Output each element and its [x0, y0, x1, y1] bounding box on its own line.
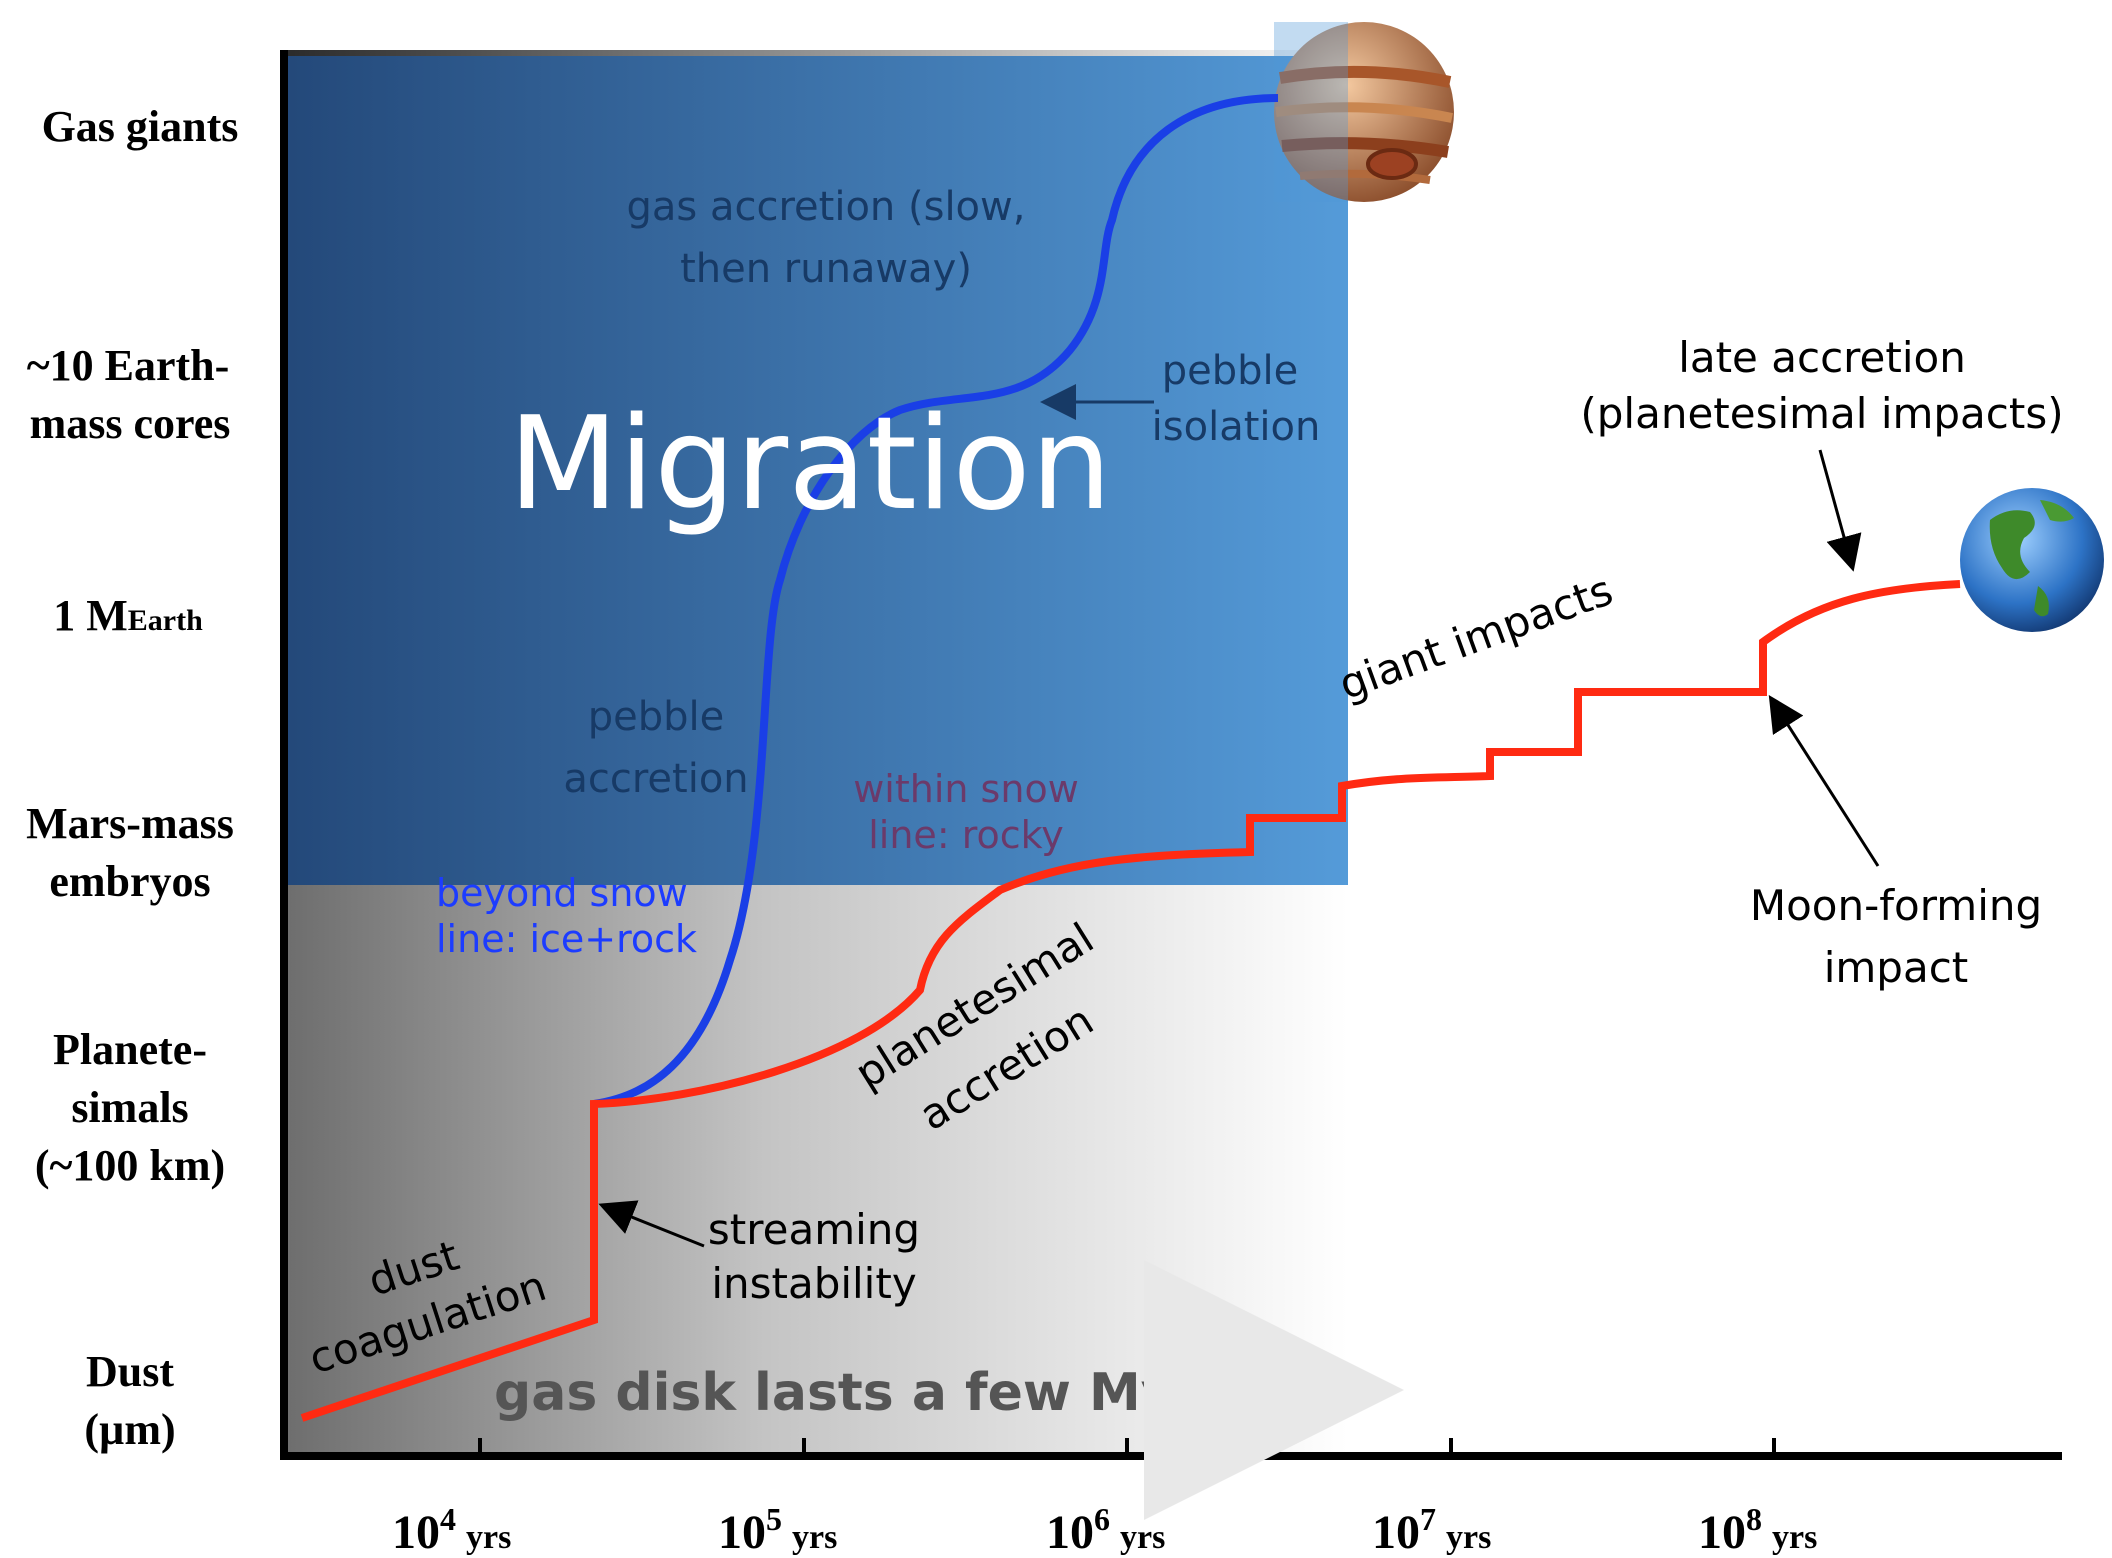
beyond-snow-line1: beyond snow: [436, 871, 688, 915]
gas-accretion-line2: then runaway): [680, 246, 972, 292]
y-label-dust-1: Dust: [86, 1347, 174, 1396]
y-label-planetesimals-1: Planete-: [53, 1025, 207, 1074]
gas-accretion-line1: gas accretion (slow,: [627, 184, 1026, 230]
within-snow-line2: line: rocky: [868, 813, 1064, 857]
earth-icon: [1960, 488, 2104, 632]
y-axis-labels: Gas giants ~10 Earth- mass cores 1 MEart…: [26, 102, 238, 1454]
jupiter-icon: [1274, 22, 1454, 202]
pebble-isolation-line1: pebble: [1162, 348, 1299, 394]
beyond-snow-line2: line: ice+rock: [436, 917, 697, 961]
top-edge: [282, 50, 1358, 56]
giant-impacts-label: giant impacts: [1333, 565, 1619, 709]
migration-region: [288, 55, 1348, 885]
y-label-cores-2: mass cores: [30, 399, 231, 448]
pebble-accretion-line1: pebble: [588, 694, 725, 740]
y-label-gas-giants: Gas giants: [42, 102, 239, 151]
box-annotations: gas accretion (slow, then runaway) pebbl…: [563, 184, 1320, 802]
streaming-line1: streaming: [708, 1205, 920, 1254]
streaming-line2: instability: [711, 1259, 916, 1308]
y-label-cores-1: ~10 Earth-: [27, 341, 230, 390]
y-label-earth-mass: 1 MEarth: [53, 591, 203, 640]
pebble-isolation-line2: isolation: [1152, 404, 1321, 450]
snow-line-labels: beyond snow line: ice+rock within snow l…: [436, 767, 1079, 961]
late-accretion-line2: (planetesimal impacts): [1580, 389, 2063, 438]
within-snow-line1: within snow: [853, 767, 1079, 811]
y-label-planetesimals-2: simals: [71, 1083, 188, 1132]
late-accretion-arrow: [1818, 449, 1862, 572]
rocky-growth-track: [300, 580, 1961, 1422]
moon-forming-arrow: [1768, 694, 1880, 867]
moon-forming-line1: Moon-forming: [1750, 881, 2042, 930]
x-tick-marks: [478, 1438, 1776, 1456]
gas-disk-label: gas disk lasts a few Myr: [494, 1363, 1201, 1423]
y-label-dust-2: (µm): [84, 1405, 175, 1454]
moon-forming-line2: impact: [1824, 943, 1969, 992]
late-accretion-line1: late accretion: [1678, 333, 1966, 382]
migration-label: Migration: [508, 390, 1112, 539]
y-label-mars-2: embryos: [49, 857, 210, 906]
streaming-arrow: [598, 1200, 705, 1248]
y-label-mars-1: Mars-mass: [26, 799, 234, 848]
y-label-planetesimals-3: (~100 km): [35, 1141, 225, 1190]
ice-rock-growth-track: [593, 94, 1279, 1108]
pebble-accretion-line2: accretion: [563, 756, 748, 802]
